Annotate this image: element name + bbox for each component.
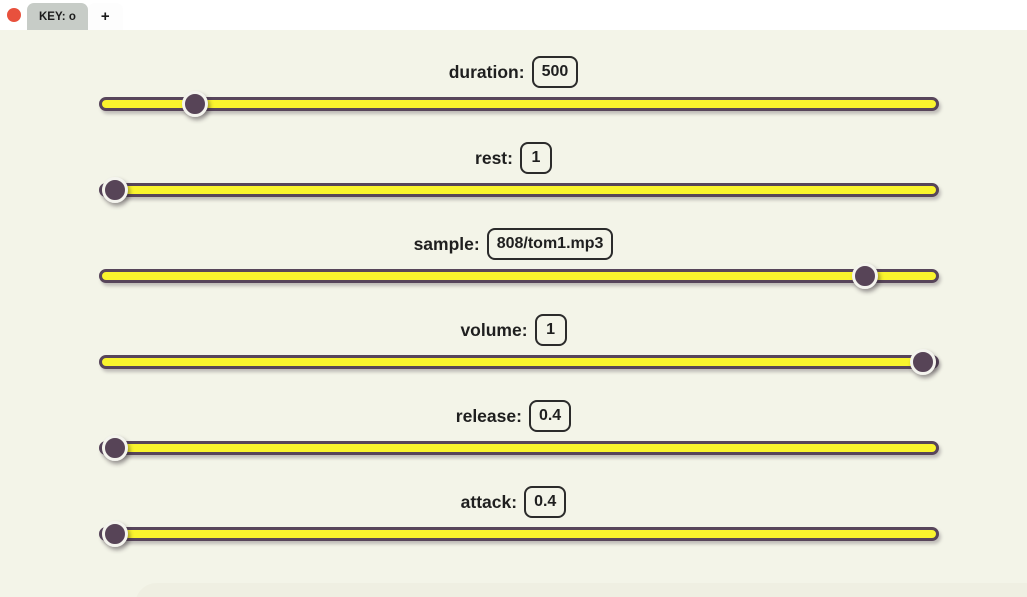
slider-row-sample: sample: 808/tom1.mp3 [0,216,1027,302]
slider-label-line: attack: 0.4 [0,474,1027,518]
slider-thumb-attack[interactable] [102,521,128,547]
slider-label: rest: [475,148,513,168]
slider-track-release[interactable] [99,435,939,461]
bottom-panel-edge [135,583,1027,597]
slider-thumb-release[interactable] [102,435,128,461]
slider-value-release[interactable]: 0.4 [528,400,572,432]
tab-bar: KEY: o + [0,0,1027,30]
slider-label: duration: [448,62,525,82]
slider-label-line: duration: 500 [0,44,1027,88]
slider-thumb-rest[interactable] [102,177,128,203]
slider-label-line: sample: 808/tom1.mp3 [0,216,1027,260]
slider-thumb-sample[interactable] [851,263,878,289]
slider-rows: duration: 500 rest: 1 sample: 808/tom1.m… [0,44,1027,560]
slider-track-volume[interactable] [99,349,939,375]
slider-value-sample[interactable]: 808/tom1.mp3 [486,228,614,260]
slider-label-line: volume: 1 [0,302,1027,346]
slider-track-attack[interactable] [99,521,939,547]
slider-thumb-volume[interactable] [910,349,936,375]
slider-label-line: release: 0.4 [0,388,1027,432]
slider-label-line: rest: 1 [0,130,1027,174]
slider-track-duration[interactable] [99,91,939,117]
slider-label: attack: [460,492,518,512]
slider-value-attack[interactable]: 0.4 [524,486,567,518]
slider-row-attack: attack: 0.4 [0,474,1027,560]
slider-label: release: [455,406,522,426]
slider-label: volume: [460,320,528,340]
sliders-panel: duration: 500 rest: 1 sample: 808/tom1.m… [0,30,1027,597]
slider-label: sample: [413,234,480,254]
slider-thumb-duration[interactable] [181,91,208,117]
slider-track-sample[interactable] [99,263,939,289]
slider-track-rest[interactable] [99,177,939,203]
slider-value-volume[interactable]: 1 [534,314,567,346]
slider-row-release: release: 0.4 [0,388,1027,474]
tab-key-o[interactable]: KEY: o [27,3,88,30]
slider-row-duration: duration: 500 [0,44,1027,130]
slider-row-volume: volume: 1 [0,302,1027,388]
slider-value-duration[interactable]: 500 [531,56,579,88]
record-indicator-icon[interactable] [7,8,21,22]
slider-value-rest[interactable]: 1 [519,142,552,174]
slider-row-rest: rest: 1 [0,130,1027,216]
new-tab-button[interactable]: + [87,3,123,30]
